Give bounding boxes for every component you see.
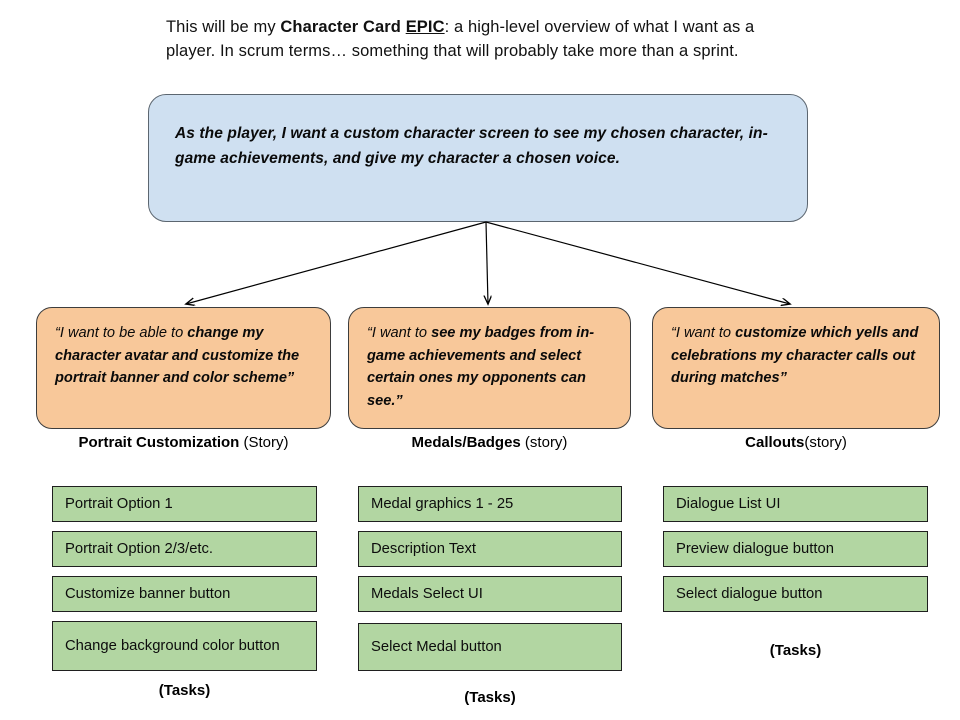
task-box[interactable]: Select dialogue button: [663, 576, 928, 612]
task-label: Select dialogue button: [676, 585, 823, 602]
task-label: Medals Select UI: [371, 585, 483, 602]
task-box[interactable]: Preview dialogue button: [663, 531, 928, 567]
task-box[interactable]: Dialogue List UI: [663, 486, 928, 522]
task-label: Change background color button: [65, 637, 280, 654]
story-box-portrait-customization[interactable]: “I want to be able to change my characte…: [36, 307, 331, 429]
connector-to-story-3: [485, 221, 790, 304]
task-box[interactable]: Change background color button: [52, 621, 317, 671]
story-caption-medals-badges: Medals/Badges (story): [348, 434, 631, 451]
task-label: Select Medal button: [371, 638, 502, 655]
task-label: Customize banner button: [65, 585, 231, 602]
task-box[interactable]: Customize banner button: [52, 576, 317, 612]
story-caption-1-type: (Story): [239, 434, 289, 451]
task-box[interactable]: Portrait Option 1: [52, 486, 317, 522]
task-box[interactable]: Portrait Option 2/3/etc.: [52, 531, 317, 567]
story-caption-2-type: (story): [520, 434, 568, 451]
story-caption-portrait-customization: Portrait Customization (Story): [36, 434, 331, 451]
intro-segment-2-epic: EPIC: [405, 18, 445, 36]
story-quote-2-lead: “I want to: [367, 325, 432, 341]
task-label: Preview dialogue button: [676, 540, 834, 557]
tasks-caption-column-3: (Tasks): [769, 642, 822, 659]
task-box[interactable]: Select Medal button: [358, 623, 622, 671]
story-quote-1: “I want to be able to change my characte…: [55, 322, 314, 390]
connector-to-story-2: [486, 221, 488, 304]
epic-statement-text: As the player, I want a custom character…: [175, 125, 768, 167]
intro-paragraph: This will be my Character Card EPIC: a h…: [166, 15, 806, 63]
epic-box[interactable]: As the player, I want a custom character…: [148, 94, 808, 222]
story-caption-3-name: Callouts: [745, 434, 805, 451]
story-box-callouts[interactable]: “I want to customize which yells and cel…: [652, 307, 940, 429]
task-label: Description Text: [371, 540, 476, 557]
intro-segment-3: : a high-level overview of what I want a…: [166, 18, 755, 60]
story-quote-1-emphasis: change my character avatar and customize…: [55, 325, 300, 386]
connector-to-story-1: [186, 221, 487, 304]
task-label: Portrait Option 2/3/etc.: [65, 540, 214, 557]
story-quote-1-lead: “I want to be able to: [55, 325, 188, 341]
task-label: Portrait Option 1: [65, 495, 173, 512]
task-label: Dialogue List UI: [676, 495, 781, 512]
story-caption-1-name: Portrait Customization: [78, 434, 240, 451]
story-box-medals-badges[interactable]: “I want to see my badges from in-game ac…: [348, 307, 631, 429]
task-label: Medal graphics 1 - 25: [371, 495, 514, 512]
story-quote-2-emphasis: see my badges from in-game achievements …: [367, 325, 595, 409]
task-box[interactable]: Medal graphics 1 - 25: [358, 486, 622, 522]
story-quote-3: “I want to customize which yells and cel…: [671, 322, 923, 390]
story-quote-2: “I want to see my badges from in-game ac…: [367, 322, 614, 412]
story-quote-3-emphasis: customize which yells and celebrations m…: [671, 325, 919, 386]
intro-segment-1: Character Card: [280, 18, 406, 36]
tasks-caption-column-2: (Tasks): [464, 689, 516, 706]
story-caption-callouts: Callouts(story): [652, 434, 940, 451]
tasks-caption-column-1: (Tasks): [158, 682, 211, 699]
task-box[interactable]: Description Text: [358, 531, 622, 567]
story-quote-3-lead: “I want to: [671, 325, 736, 341]
story-caption-3-type: (story): [804, 434, 847, 451]
story-caption-2-name: Medals/Badges: [411, 434, 521, 451]
task-box[interactable]: Medals Select UI: [358, 576, 622, 612]
intro-segment-0: This will be my: [166, 18, 281, 36]
